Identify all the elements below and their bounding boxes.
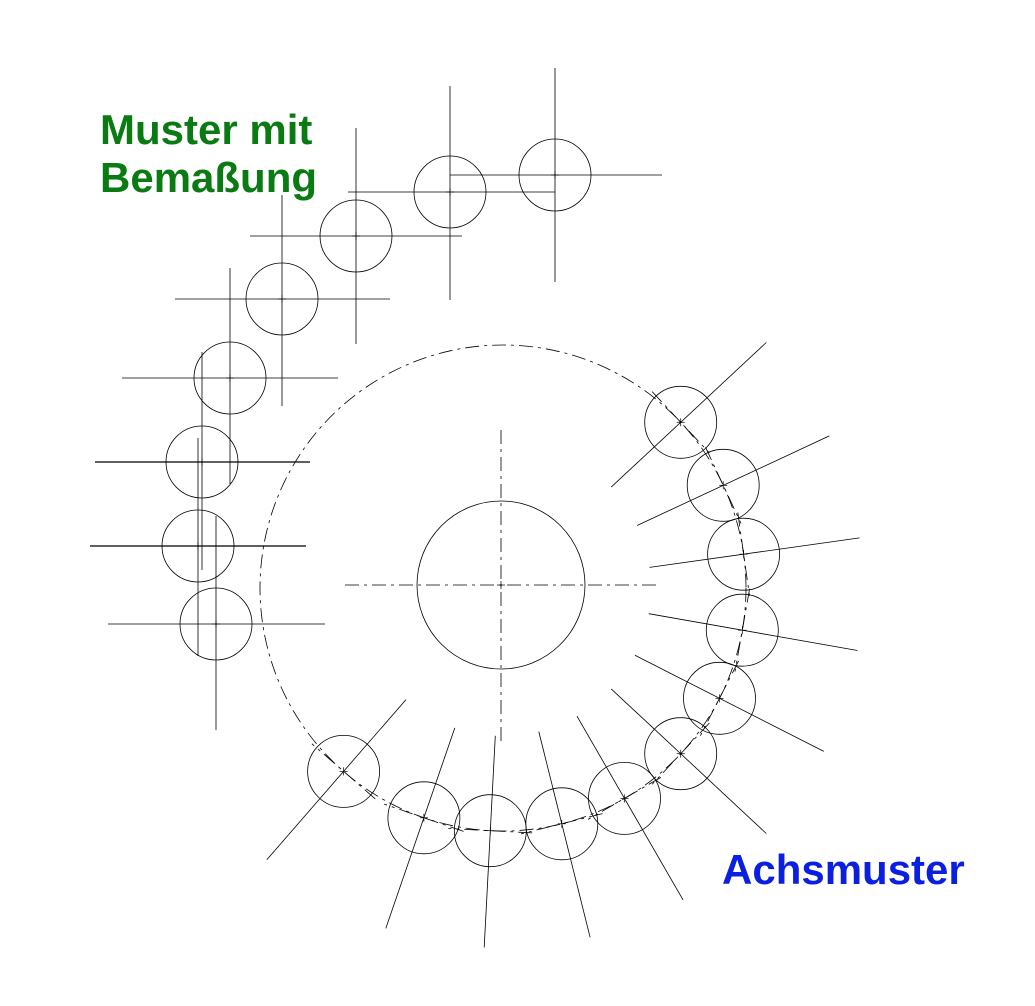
axis-pattern-label: Achsmuster — [722, 846, 965, 893]
axis-hole-4 — [705, 593, 779, 667]
axis-hole-1 — [644, 385, 718, 459]
bolt-circle — [259, 344, 747, 832]
axis-hole-4-radial-line — [648, 613, 858, 651]
axis-hole-6-tangent-line — [651, 722, 710, 785]
axis-hole-5-radial-line — [634, 654, 824, 752]
axis-hole-9-radial-line — [483, 735, 496, 948]
axis-hole-10-tangent-line — [384, 803, 464, 832]
axis-hole-5-tangent-line — [700, 660, 739, 736]
axis-hole-2 — [686, 448, 760, 522]
dimension-pattern-label-line-1: Muster mit — [100, 106, 313, 153]
dimension-pattern-label-line-2: Bemaßung — [100, 154, 318, 201]
axis-hole-11-radial-line — [266, 699, 407, 860]
axis-hole-8-radial-line — [538, 731, 591, 938]
axis-hole-3-radial-line — [649, 537, 860, 568]
axis-hole-1-tangent-line — [651, 391, 710, 454]
axis-hole-5 — [683, 661, 756, 735]
axis-hole-1-radial-line — [610, 342, 767, 488]
axis-hole-7-radial-line — [576, 716, 684, 900]
center-feature — [259, 344, 747, 832]
center-hole — [416, 500, 586, 670]
axis-hole-3 — [707, 517, 780, 591]
axis-hole-8-tangent-line — [520, 813, 603, 835]
axis-hole-2-radial-line — [636, 435, 830, 526]
axis-hole-9 — [453, 794, 527, 868]
axis-hole-10-radial-line — [385, 727, 456, 929]
axis-hole-11-tangent-line — [311, 743, 376, 800]
axis-hole-6-radial-line — [610, 688, 767, 834]
axis-pattern-holes — [266, 342, 860, 948]
dimension-pattern-holes — [90, 68, 662, 730]
axis-hole-10 — [387, 781, 461, 855]
axis-hole-6 — [644, 717, 718, 791]
axis-hole-11 — [307, 735, 381, 808]
axis-hole-7 — [588, 762, 661, 835]
